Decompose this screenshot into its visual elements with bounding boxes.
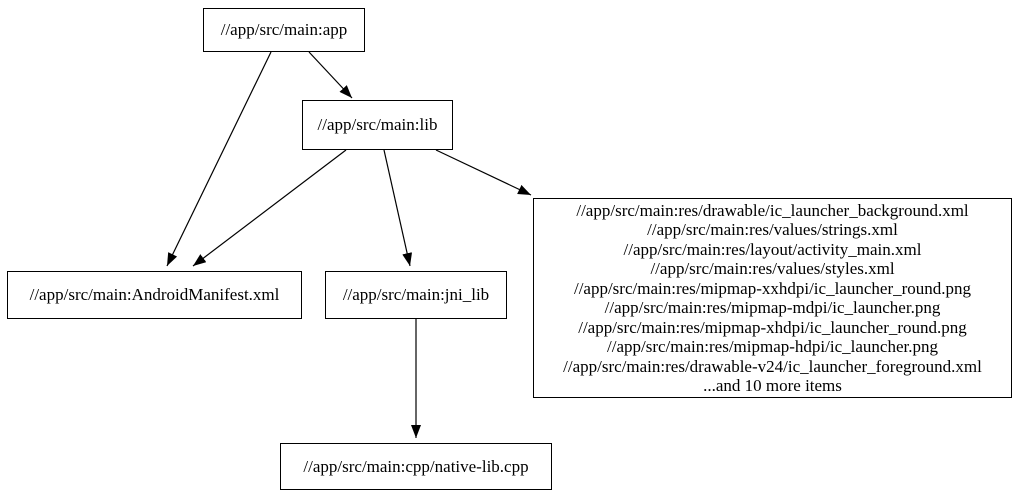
resource-item: //app/src/main:res/drawable-v24/ic_launc… — [563, 356, 982, 376]
node-resources-group: //app/src/main:res/drawable/ic_launcher_… — [533, 198, 1012, 398]
node-app-target: //app/src/main:app — [203, 8, 365, 52]
edge-app-to-manifest — [166, 51, 272, 267]
node-android-manifest: //app/src/main:AndroidManifest.xml — [7, 271, 302, 319]
edge-app-to-lib — [308, 51, 353, 99]
resource-item: //app/src/main:res/mipmap-mdpi/ic_launch… — [604, 298, 941, 317]
edge-lib-to-jni-lib — [383, 149, 413, 267]
edge-lib-to-manifest — [192, 149, 347, 267]
resource-more-items: ...and 10 more items — [703, 376, 842, 395]
resource-item: //app/src/main:res/values/strings.xml — [647, 220, 898, 239]
node-native-lib-cpp: //app/src/main:cpp/native-lib.cpp — [280, 443, 552, 490]
resource-item: //app/src/main:res/values/styles.xml — [650, 259, 895, 278]
node-lib-target: //app/src/main:lib — [302, 100, 453, 150]
node-app-label: //app/src/main:app — [220, 20, 348, 39]
edge-lib-to-resources — [435, 149, 532, 196]
node-jni-lib-label: //app/src/main:jni_lib — [342, 285, 490, 304]
resource-item: //app/src/main:res/mipmap-xxhdpi/ic_laun… — [573, 278, 972, 298]
node-lib-label: //app/src/main:lib — [317, 115, 438, 134]
resource-item: //app/src/main:res/layout/activity_main.… — [623, 239, 922, 259]
resource-item: //app/src/main:res/mipmap-hdpi/ic_launch… — [607, 337, 938, 356]
node-android-manifest-label: //app/src/main:AndroidManifest.xml — [29, 285, 280, 304]
node-jni-lib: //app/src/main:jni_lib — [325, 271, 507, 319]
node-native-lib-cpp-label: //app/src/main:cpp/native-lib.cpp — [303, 456, 529, 476]
resource-item: //app/src/main:res/mipmap-xhdpi/ic_launc… — [578, 317, 967, 337]
resource-item: //app/src/main:res/drawable/ic_launcher_… — [576, 200, 969, 220]
